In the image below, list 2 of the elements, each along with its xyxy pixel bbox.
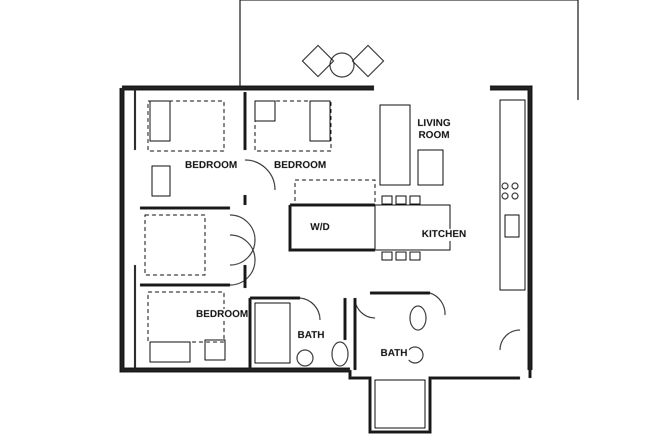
room-label: BATH xyxy=(379,348,409,360)
room-label: BEDROOM xyxy=(196,309,246,321)
